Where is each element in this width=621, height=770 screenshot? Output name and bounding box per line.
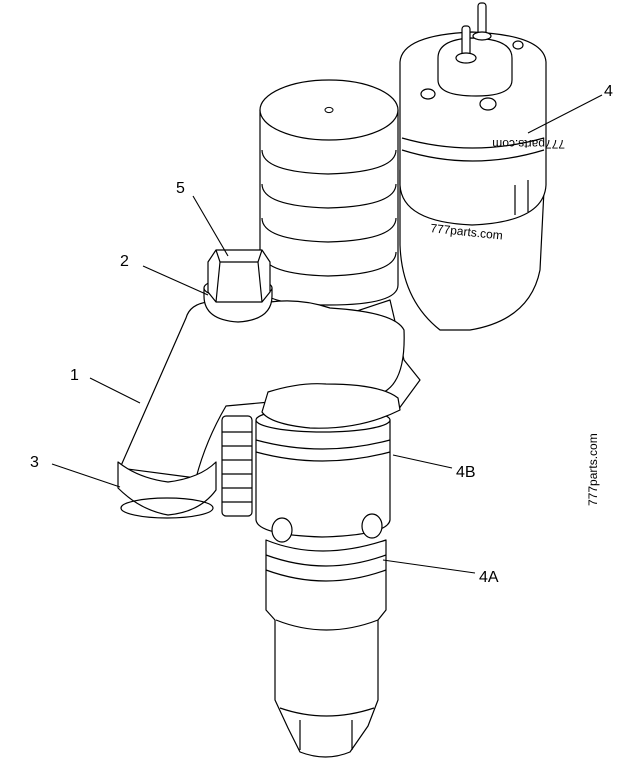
watermark-side: 777parts.com <box>586 433 600 506</box>
follower-spring <box>259 79 399 306</box>
callout-4: 4 <box>604 83 613 100</box>
callout-4b: 4B <box>456 464 476 481</box>
callout-4a: 4A <box>479 569 499 586</box>
callout-1: 1 <box>70 367 79 384</box>
leader-lines <box>51 94 603 574</box>
leader-4b <box>392 454 453 469</box>
callout-3: 3 <box>30 454 39 471</box>
threaded-stud <box>221 415 253 517</box>
leader-2 <box>142 265 209 296</box>
injector-nozzle-body <box>265 539 387 758</box>
terminal-studs <box>420 2 524 111</box>
leader-1 <box>89 377 141 404</box>
clamp-arm <box>117 300 405 519</box>
callout-5: 5 <box>176 180 185 197</box>
watermark-mirrored: 777parts.com <box>492 137 565 151</box>
callout-2: 2 <box>120 253 129 270</box>
clamp-bolt <box>203 249 273 323</box>
leader-4a <box>382 559 476 574</box>
solenoid-housing <box>399 31 547 331</box>
leader-4 <box>527 94 603 134</box>
injector-nut <box>255 383 401 543</box>
leader-3 <box>51 463 121 488</box>
leader-5 <box>192 195 229 257</box>
